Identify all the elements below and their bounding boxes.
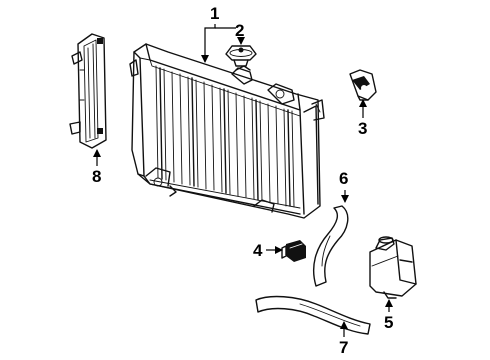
callout-7: 7: [339, 338, 348, 357]
callout-5: 5: [384, 313, 393, 332]
callout-group-4: 4: [253, 241, 283, 260]
upper-hose-icon: [312, 205, 349, 287]
callout-2: 2: [235, 21, 244, 40]
clip-icon: [281, 240, 306, 262]
radiator-core: [155, 65, 295, 208]
callout-group-1: 1: [201, 4, 236, 63]
side-seal-icon: [69, 33, 107, 149]
callout-4: 4: [253, 241, 263, 260]
mounting-bracket-icon: [349, 69, 377, 101]
callout-3: 3: [358, 119, 367, 138]
callout-group-8: 8: [92, 149, 101, 186]
callout-group-3: 3: [358, 99, 367, 138]
callout-1: 1: [210, 4, 219, 23]
reservoir-tank-icon: [369, 236, 417, 299]
radiator-cap-icon: [225, 45, 257, 67]
lower-hose-icon: [255, 295, 371, 335]
callout-group-6: 6: [339, 169, 349, 203]
callout-8: 8: [92, 167, 101, 186]
callout-group-2: 2: [235, 21, 245, 45]
callout-group-7: 7: [339, 321, 348, 357]
callout-group-5: 5: [384, 299, 393, 332]
radiator-icon: [129, 43, 325, 219]
callout-6: 6: [339, 169, 348, 188]
